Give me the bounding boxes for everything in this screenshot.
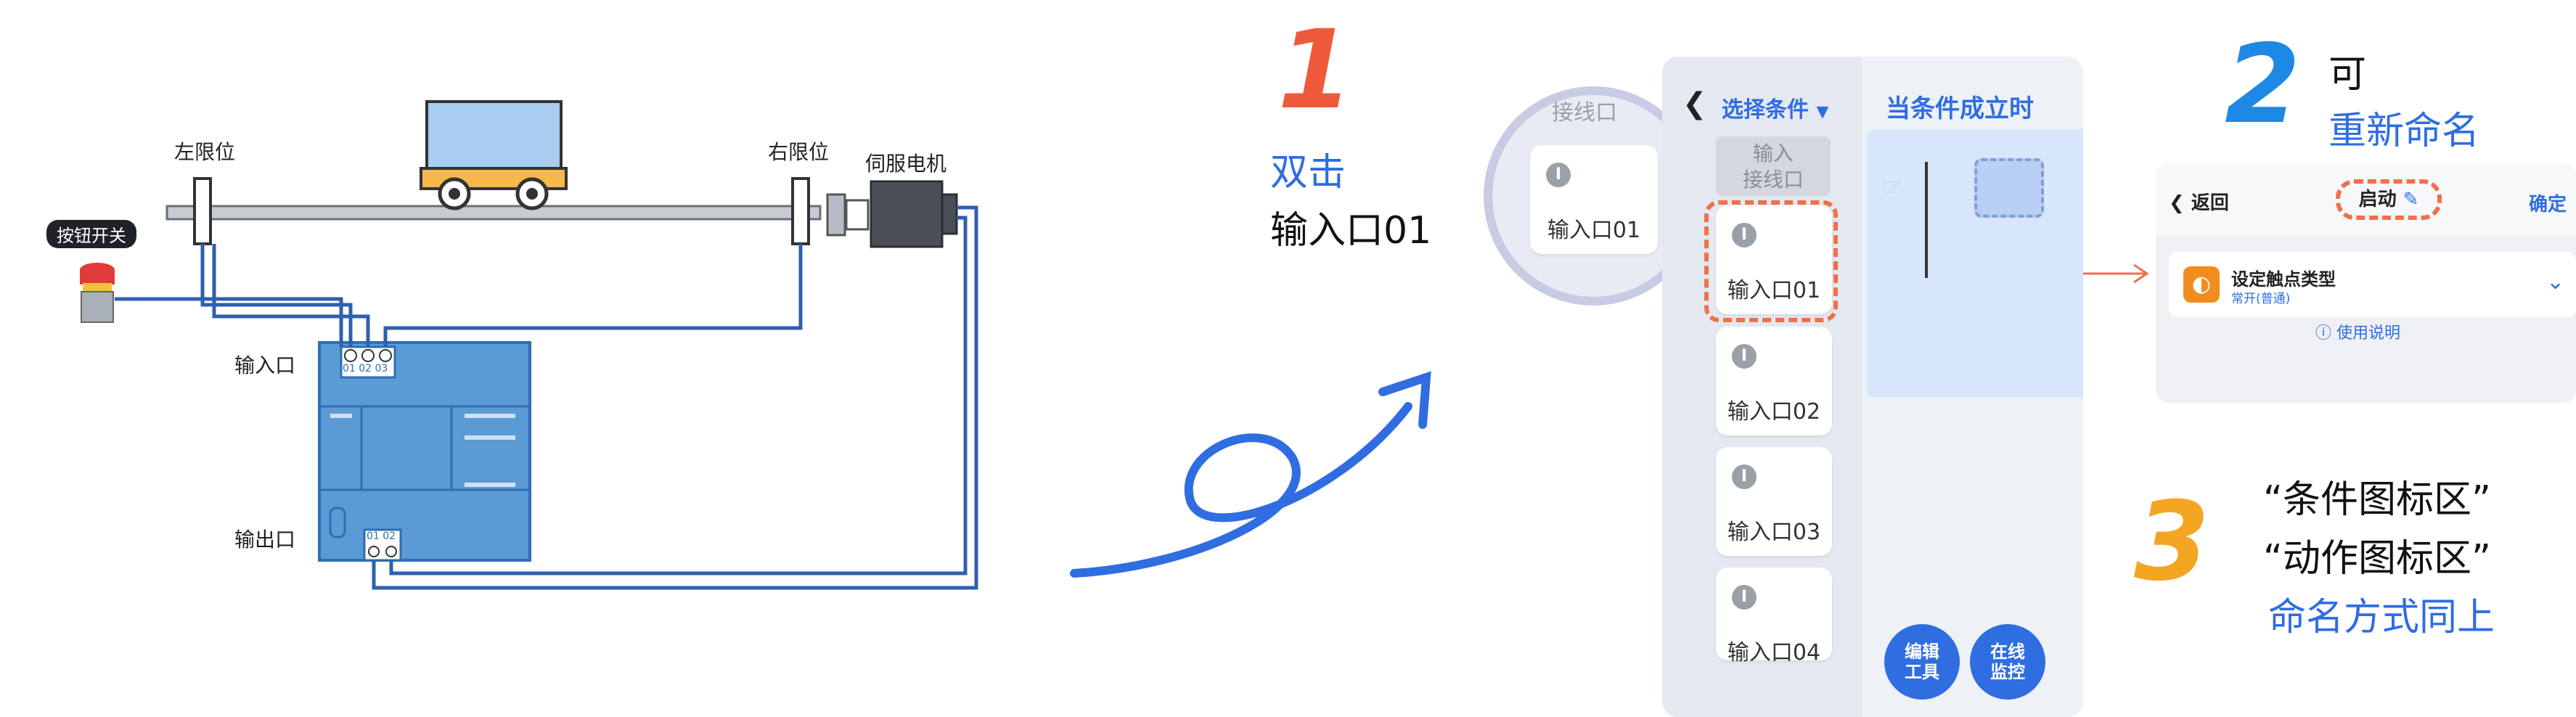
category-line1: 输入	[1752, 142, 1794, 165]
rename-panel: ❮ 返回 启动 ✎ 确定 ◐ 设定触点类型 常开(普通) ⌄ ⓘ 使用说明	[2156, 163, 2576, 403]
right-limit-switch	[791, 177, 810, 245]
step-1-line2: 输入口01	[1270, 209, 1432, 253]
output-terminal-numbers: 01 02	[367, 530, 396, 542]
servo-motor	[870, 180, 944, 248]
info-icon: ⓘ	[2315, 324, 2332, 343]
pointer-hand-icon: ☞	[1881, 173, 1904, 202]
rename-header	[2156, 163, 2576, 236]
condition-selector-panel: ❮ 选择条件 ▼ 当条件成立时 输入 接线口 I 输入口01 I 输入口02 I…	[1662, 57, 2083, 717]
input-terminal-numbers: 01 02 03	[343, 363, 388, 374]
contact-type-row[interactable]: ◐ 设定触点类型 常开(普通) ⌄	[2169, 252, 2576, 317]
monitor-line1: 在线	[1990, 642, 2025, 662]
back-icon[interactable]: ❮	[1682, 87, 1707, 120]
category-line2: 接线口	[1742, 168, 1804, 192]
wiring	[115, 205, 978, 590]
input-badge-icon: I	[1732, 344, 1757, 369]
step-3-line1: “条件图标区”	[2263, 478, 2491, 522]
input-item-label: 输入口01	[1727, 278, 1821, 303]
rename-title: 启动	[2358, 189, 2397, 210]
step-2-number: 2	[2225, 22, 2301, 148]
caret-down-icon: ▼	[1816, 103, 1829, 121]
rename-title-box[interactable]: 启动 ✎	[2336, 179, 2442, 220]
step-2-line2: 重新命名	[2328, 110, 2480, 153]
contact-type-value: 常开(普通)	[2231, 292, 2291, 306]
input-item-03[interactable]: I 输入口03	[1716, 447, 1832, 556]
contact-type-title: 设定触点类型	[2231, 269, 2336, 290]
step-3-line3: 命名方式同上	[2268, 596, 2495, 639]
category-input-button[interactable]: 输入 接线口	[1716, 136, 1831, 196]
input-item-02[interactable]: I 输入口02	[1716, 327, 1832, 435]
input-item-label: 输入口03	[1727, 520, 1821, 545]
drop-slot[interactable]	[1974, 158, 2044, 218]
highlight-box	[1704, 200, 1838, 322]
edit-tool-line2: 工具	[1905, 662, 1939, 682]
input-badge-icon: I	[1732, 585, 1757, 610]
step-2-line1: 可	[2328, 53, 2367, 97]
right-limit-label: 右限位	[768, 140, 830, 164]
rename-back-label: 返回	[2191, 192, 2229, 214]
rename-confirm-button[interactable]: 确定	[2529, 194, 2567, 216]
push-button-icon	[80, 263, 115, 323]
guide-rail	[165, 205, 822, 221]
input-item-01[interactable]: I 输入口01	[1716, 205, 1832, 314]
cart-box	[425, 100, 563, 174]
input-item-04[interactable]: I 输入口04	[1716, 568, 1832, 665]
monitor-line2: 监控	[1990, 662, 2025, 682]
online-monitor-button[interactable]: 在线监控	[1970, 624, 2045, 700]
when-true-label: 当条件成立时	[1886, 94, 2034, 123]
edit-tool-line1: 编辑	[1905, 642, 1939, 662]
help-label: 使用说明	[2336, 324, 2401, 343]
curved-arrow-icon	[1070, 371, 1431, 578]
zoom-bubble-item-label: 输入口01	[1547, 218, 1641, 243]
select-condition-dropdown[interactable]: 选择条件 ▼	[1722, 91, 1828, 123]
input-badge-icon: I	[1546, 163, 1571, 187]
step-3-line2: “动作图标区”	[2263, 537, 2491, 581]
step-3-number: 3	[2134, 479, 2210, 605]
coupler	[826, 193, 846, 237]
left-limit-label: 左限位	[174, 140, 236, 164]
input-item-label: 输入口02	[1727, 399, 1821, 425]
help-link[interactable]: ⓘ 使用说明	[2315, 320, 2400, 343]
plc-unit	[318, 341, 531, 562]
input-badge-icon: I	[1732, 223, 1757, 247]
push-button-label: 按钮开关	[46, 220, 136, 248]
input-badge-icon: I	[1732, 464, 1757, 489]
zoom-bubble-header: 接线口	[1552, 100, 1617, 126]
select-condition-label: 选择条件	[1722, 97, 1809, 123]
contact-type-icon: ◐	[2183, 266, 2220, 303]
edit-tool-button[interactable]: 编辑工具	[1884, 624, 1960, 700]
input-item-label: 输入口04	[1727, 640, 1821, 665]
zoom-bubble-card: I 输入口01	[1530, 145, 1658, 254]
pencil-icon: ✎	[2403, 189, 2419, 210]
left-limit-switch	[193, 177, 212, 245]
cursor-line	[1925, 162, 1928, 278]
chevron-down-icon: ⌄	[2546, 269, 2565, 295]
step-1-number: 1	[1277, 7, 1354, 134]
servo-motor-label: 伺服电机	[865, 152, 947, 176]
chevron-left-icon: ❮	[2169, 192, 2185, 214]
input-port-label: 输入口	[234, 353, 296, 377]
rename-back-button[interactable]: ❮ 返回	[2169, 188, 2229, 215]
step-1-line1: 双击	[1270, 151, 1346, 194]
output-port-label: 输出口	[234, 528, 296, 552]
